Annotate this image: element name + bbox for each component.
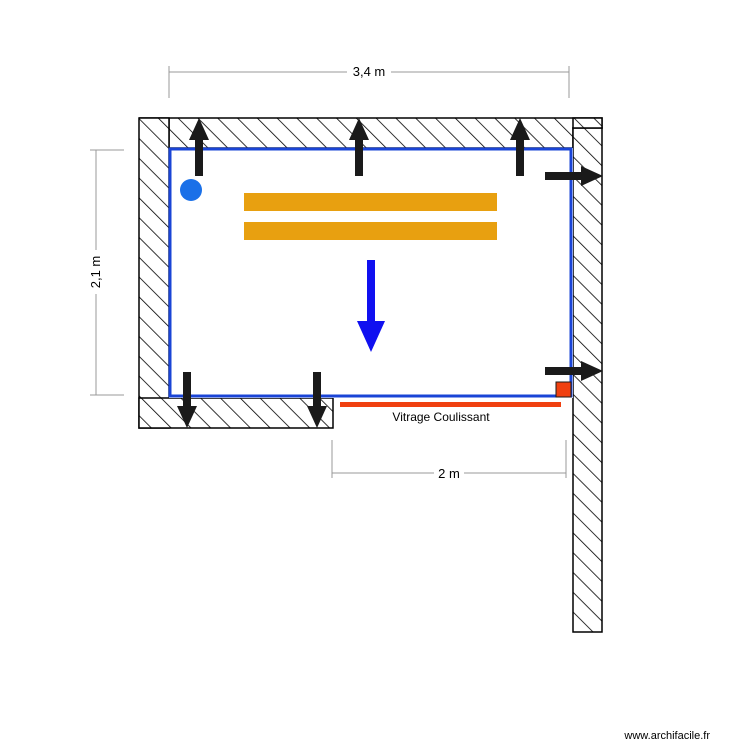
dimension-left-label: 2,1 m <box>88 256 103 289</box>
arrow-right-1 <box>545 166 603 186</box>
light-fixture-1 <box>244 193 497 211</box>
sliding-glazing-label: Vitrage Coulissant <box>392 410 490 424</box>
dimension-left: 2,1 m <box>88 149 124 396</box>
sliding-glazing-line <box>340 402 561 407</box>
walls <box>138 117 603 633</box>
arrow-right-2 <box>545 361 603 381</box>
watermark: www.archifacile.fr <box>624 730 710 742</box>
round-marker <box>180 179 202 201</box>
wall-right <box>572 127 603 633</box>
arrow-down-2 <box>307 372 327 428</box>
arrow-up-1 <box>189 118 209 176</box>
wall-left <box>138 117 170 429</box>
room-outline <box>168 147 573 398</box>
arrow-down-1 <box>177 372 197 428</box>
wall-top <box>139 117 603 149</box>
corner-marker-square <box>555 381 572 398</box>
light-fixture-2 <box>244 222 497 240</box>
blue-down-arrow <box>357 260 385 352</box>
arrow-up-3 <box>510 118 530 176</box>
dimension-top-label: 3,4 m <box>353 64 386 79</box>
wall-bottom-left <box>138 397 334 429</box>
dimension-top: 3,4 m <box>168 63 570 98</box>
arrow-up-2 <box>349 118 369 176</box>
dimension-bottom: 2 m <box>331 440 567 481</box>
dimension-bottom-label: 2 m <box>438 466 460 481</box>
